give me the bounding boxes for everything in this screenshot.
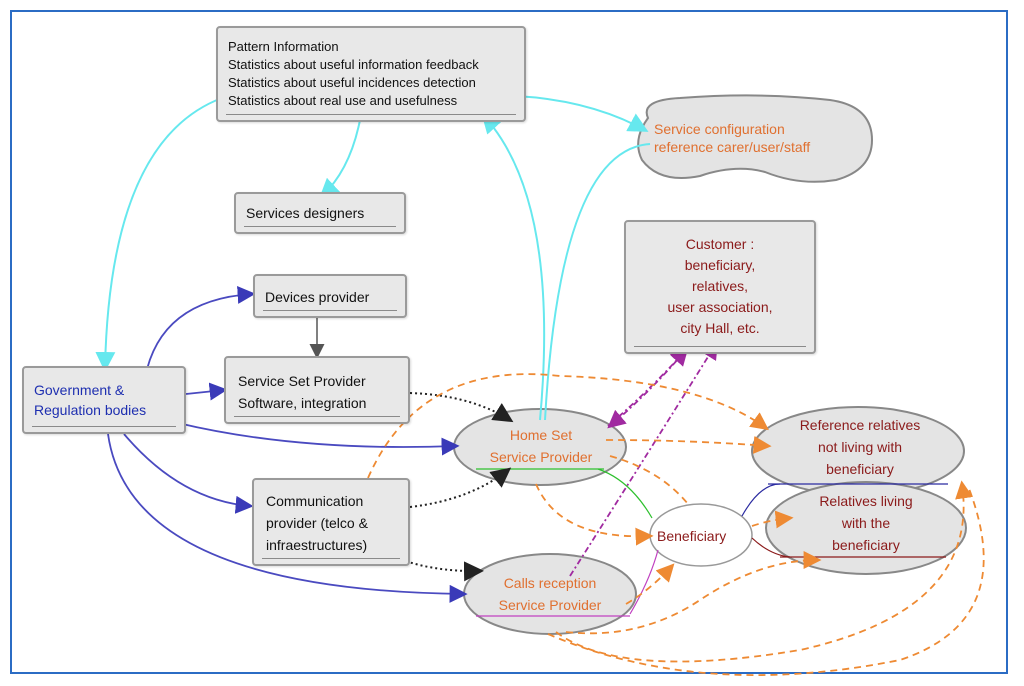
relatives-living-line-3: beneficiary: [832, 537, 900, 553]
communication-line-3: infraestructures): [266, 537, 368, 553]
services-designers-box: Services designers: [234, 192, 406, 234]
customer-line-1: Customer :: [685, 236, 755, 252]
devices-provider-box: Devices provider: [253, 274, 407, 318]
beneficiary-label: Beneficiary: [657, 528, 727, 544]
calls-reception-line-1: Calls reception: [503, 575, 597, 591]
customer-box: Customer : beneficiary, relatives, user …: [624, 220, 816, 354]
reference-relatives-line-2: not living with: [817, 439, 903, 455]
government-line-1: Government &: [34, 382, 125, 398]
relatives-living-line-2: with the: [841, 515, 891, 531]
communication-provider-text: Communication provider (telco & infraest…: [266, 490, 368, 556]
service-config-text: Service configuration reference carer/us…: [654, 120, 810, 156]
home-set-text: Home Set Service Provider: [466, 424, 616, 468]
pattern-information-box: Pattern Information Statistics about use…: [216, 26, 526, 122]
customer-text: Customer : beneficiary, relatives, user …: [626, 234, 814, 339]
pattern-information-text: Pattern Information Statistics about use…: [228, 38, 479, 110]
service-config-line-2: reference carer/user/staff: [654, 139, 811, 155]
government-text: Government & Regulation bodies: [34, 380, 146, 420]
pattern-info-line-2: Statistics about useful information feed…: [228, 57, 479, 72]
service-config-cloud: [637, 94, 874, 183]
government-box: Government & Regulation bodies: [22, 366, 186, 434]
communication-line-1: Communication: [266, 493, 364, 509]
reference-relatives-line-3: beneficiary: [826, 461, 894, 477]
pattern-info-line-3: Statistics about useful incidences detec…: [228, 75, 476, 90]
customer-line-3: relatives,: [691, 278, 749, 294]
relatives-living-line-1: Relatives living: [819, 493, 913, 509]
devices-provider-label: Devices provider: [265, 289, 370, 305]
reference-relatives-line-1: Reference relatives: [799, 417, 921, 433]
customer-line-2: beneficiary,: [684, 257, 756, 273]
service-set-line-2: Software, integration: [238, 395, 367, 411]
communication-line-2: provider (telco &: [266, 515, 368, 531]
home-set-line-2: Service Provider: [489, 449, 593, 465]
relatives-living-text: Relatives living with the beneficiary: [778, 490, 954, 556]
calls-reception-line-2: Service Provider: [498, 597, 602, 613]
pattern-info-line-1: Pattern Information: [228, 39, 339, 54]
communication-provider-box: Communication provider (telco & infraest…: [252, 478, 410, 566]
reference-relatives-text: Reference relatives not living with bene…: [762, 414, 958, 480]
relatives-living-ellipse: [765, 481, 967, 575]
service-config-line-1: Service configuration: [654, 121, 785, 137]
customer-line-5: city Hall, etc.: [680, 320, 760, 336]
government-line-2: Regulation bodies: [34, 402, 147, 418]
home-set-line-1: Home Set: [509, 427, 573, 443]
pattern-info-line-4: Statistics about real use and usefulness: [228, 93, 458, 108]
service-set-provider-box: Service Set Provider Software, integrati…: [224, 356, 410, 424]
calls-reception-text: Calls reception Service Provider: [470, 572, 630, 616]
services-designers-label: Services designers: [246, 205, 365, 221]
service-set-line-1: Service Set Provider: [238, 373, 366, 389]
customer-line-4: user association,: [667, 299, 773, 315]
service-set-provider-text: Service Set Provider Software, integrati…: [238, 370, 366, 414]
